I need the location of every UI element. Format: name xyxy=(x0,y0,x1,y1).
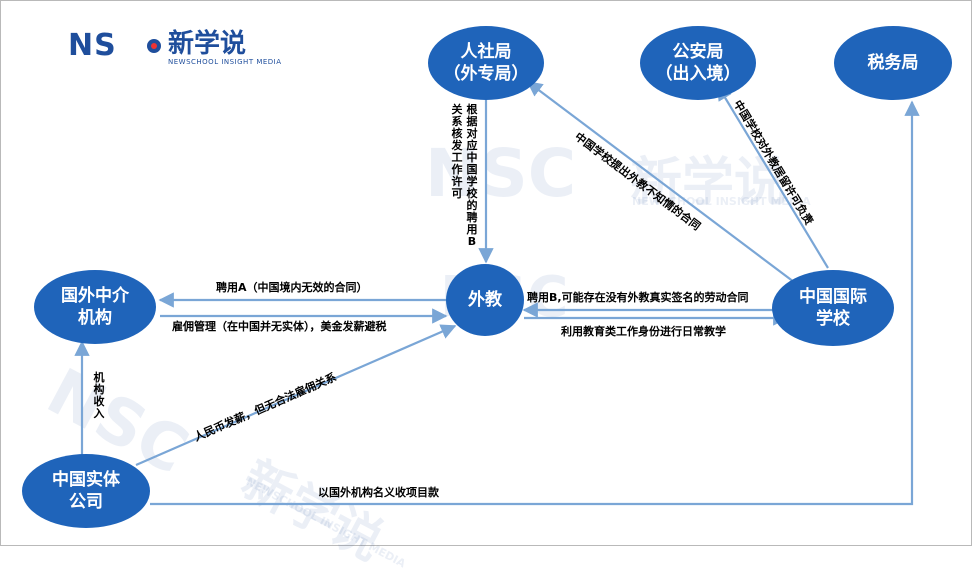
node-company-line2: 公司 xyxy=(69,492,103,512)
node-hrb-line1: 人社局 xyxy=(460,42,512,62)
label-income: 机构收入 xyxy=(93,371,105,420)
logo-mark: NS xyxy=(68,28,117,63)
node-school-line1: 中国国际 xyxy=(799,287,867,307)
node-agency-line2: 机构 xyxy=(78,308,112,328)
diagram-links xyxy=(74,81,920,506)
label-hire-b: 聘用B,可能存在没有外教真实签名的劳动合同 xyxy=(527,291,749,304)
label-hire-a: 聘用A（中国境内无效的合同） xyxy=(216,281,368,294)
label-employ: 雇佣管理（在中国并无实体），美金发薪避税 xyxy=(172,320,387,333)
logo: NS 新学说 NEWSCHOOL INSIGHT MEDIA xyxy=(68,28,281,66)
arrow-company-teacher xyxy=(135,324,457,467)
arrow-company-tax xyxy=(150,100,920,506)
node-hrb: 人社局（外专局） xyxy=(428,26,544,100)
arrow-school-police xyxy=(717,84,829,269)
node-police-line1: 公安局 xyxy=(672,42,724,62)
node-tax-line1: 税务局 xyxy=(867,53,919,73)
label-permit-col2: 关系核发工作许可 xyxy=(451,103,463,200)
node-police: 公安局（出入境） xyxy=(640,26,756,100)
node-school: 中国国际学校 xyxy=(772,270,894,346)
node-company: 中国实体公司 xyxy=(22,454,150,528)
logo-english: NEWSCHOOL INSIGHT MEDIA xyxy=(168,58,282,66)
logo-chinese: 新学说 xyxy=(168,29,247,59)
arrow-school-hrb xyxy=(526,81,795,283)
logo-eye-icon xyxy=(147,39,161,53)
node-tax: 税务局 xyxy=(834,26,952,100)
node-police-line2: （出入境） xyxy=(655,64,741,84)
label-permit-col1: 根据对应中国学校的聘用B xyxy=(466,103,478,248)
node-agency-line1: 国外中介 xyxy=(61,286,129,306)
label-edu: 利用教育类工作身份进行日常教学 xyxy=(561,325,726,338)
node-agency: 国外中介机构 xyxy=(34,270,156,344)
node-teacher: 外教 xyxy=(446,264,524,336)
node-teacher-line1: 外教 xyxy=(468,290,502,310)
node-hrb-line2: （外专局） xyxy=(443,64,529,84)
node-company-line1: 中国实体 xyxy=(52,470,120,490)
node-school-line2: 学校 xyxy=(816,309,850,329)
label-tax-collect: 以国外机构名义收项目款 xyxy=(318,486,439,499)
